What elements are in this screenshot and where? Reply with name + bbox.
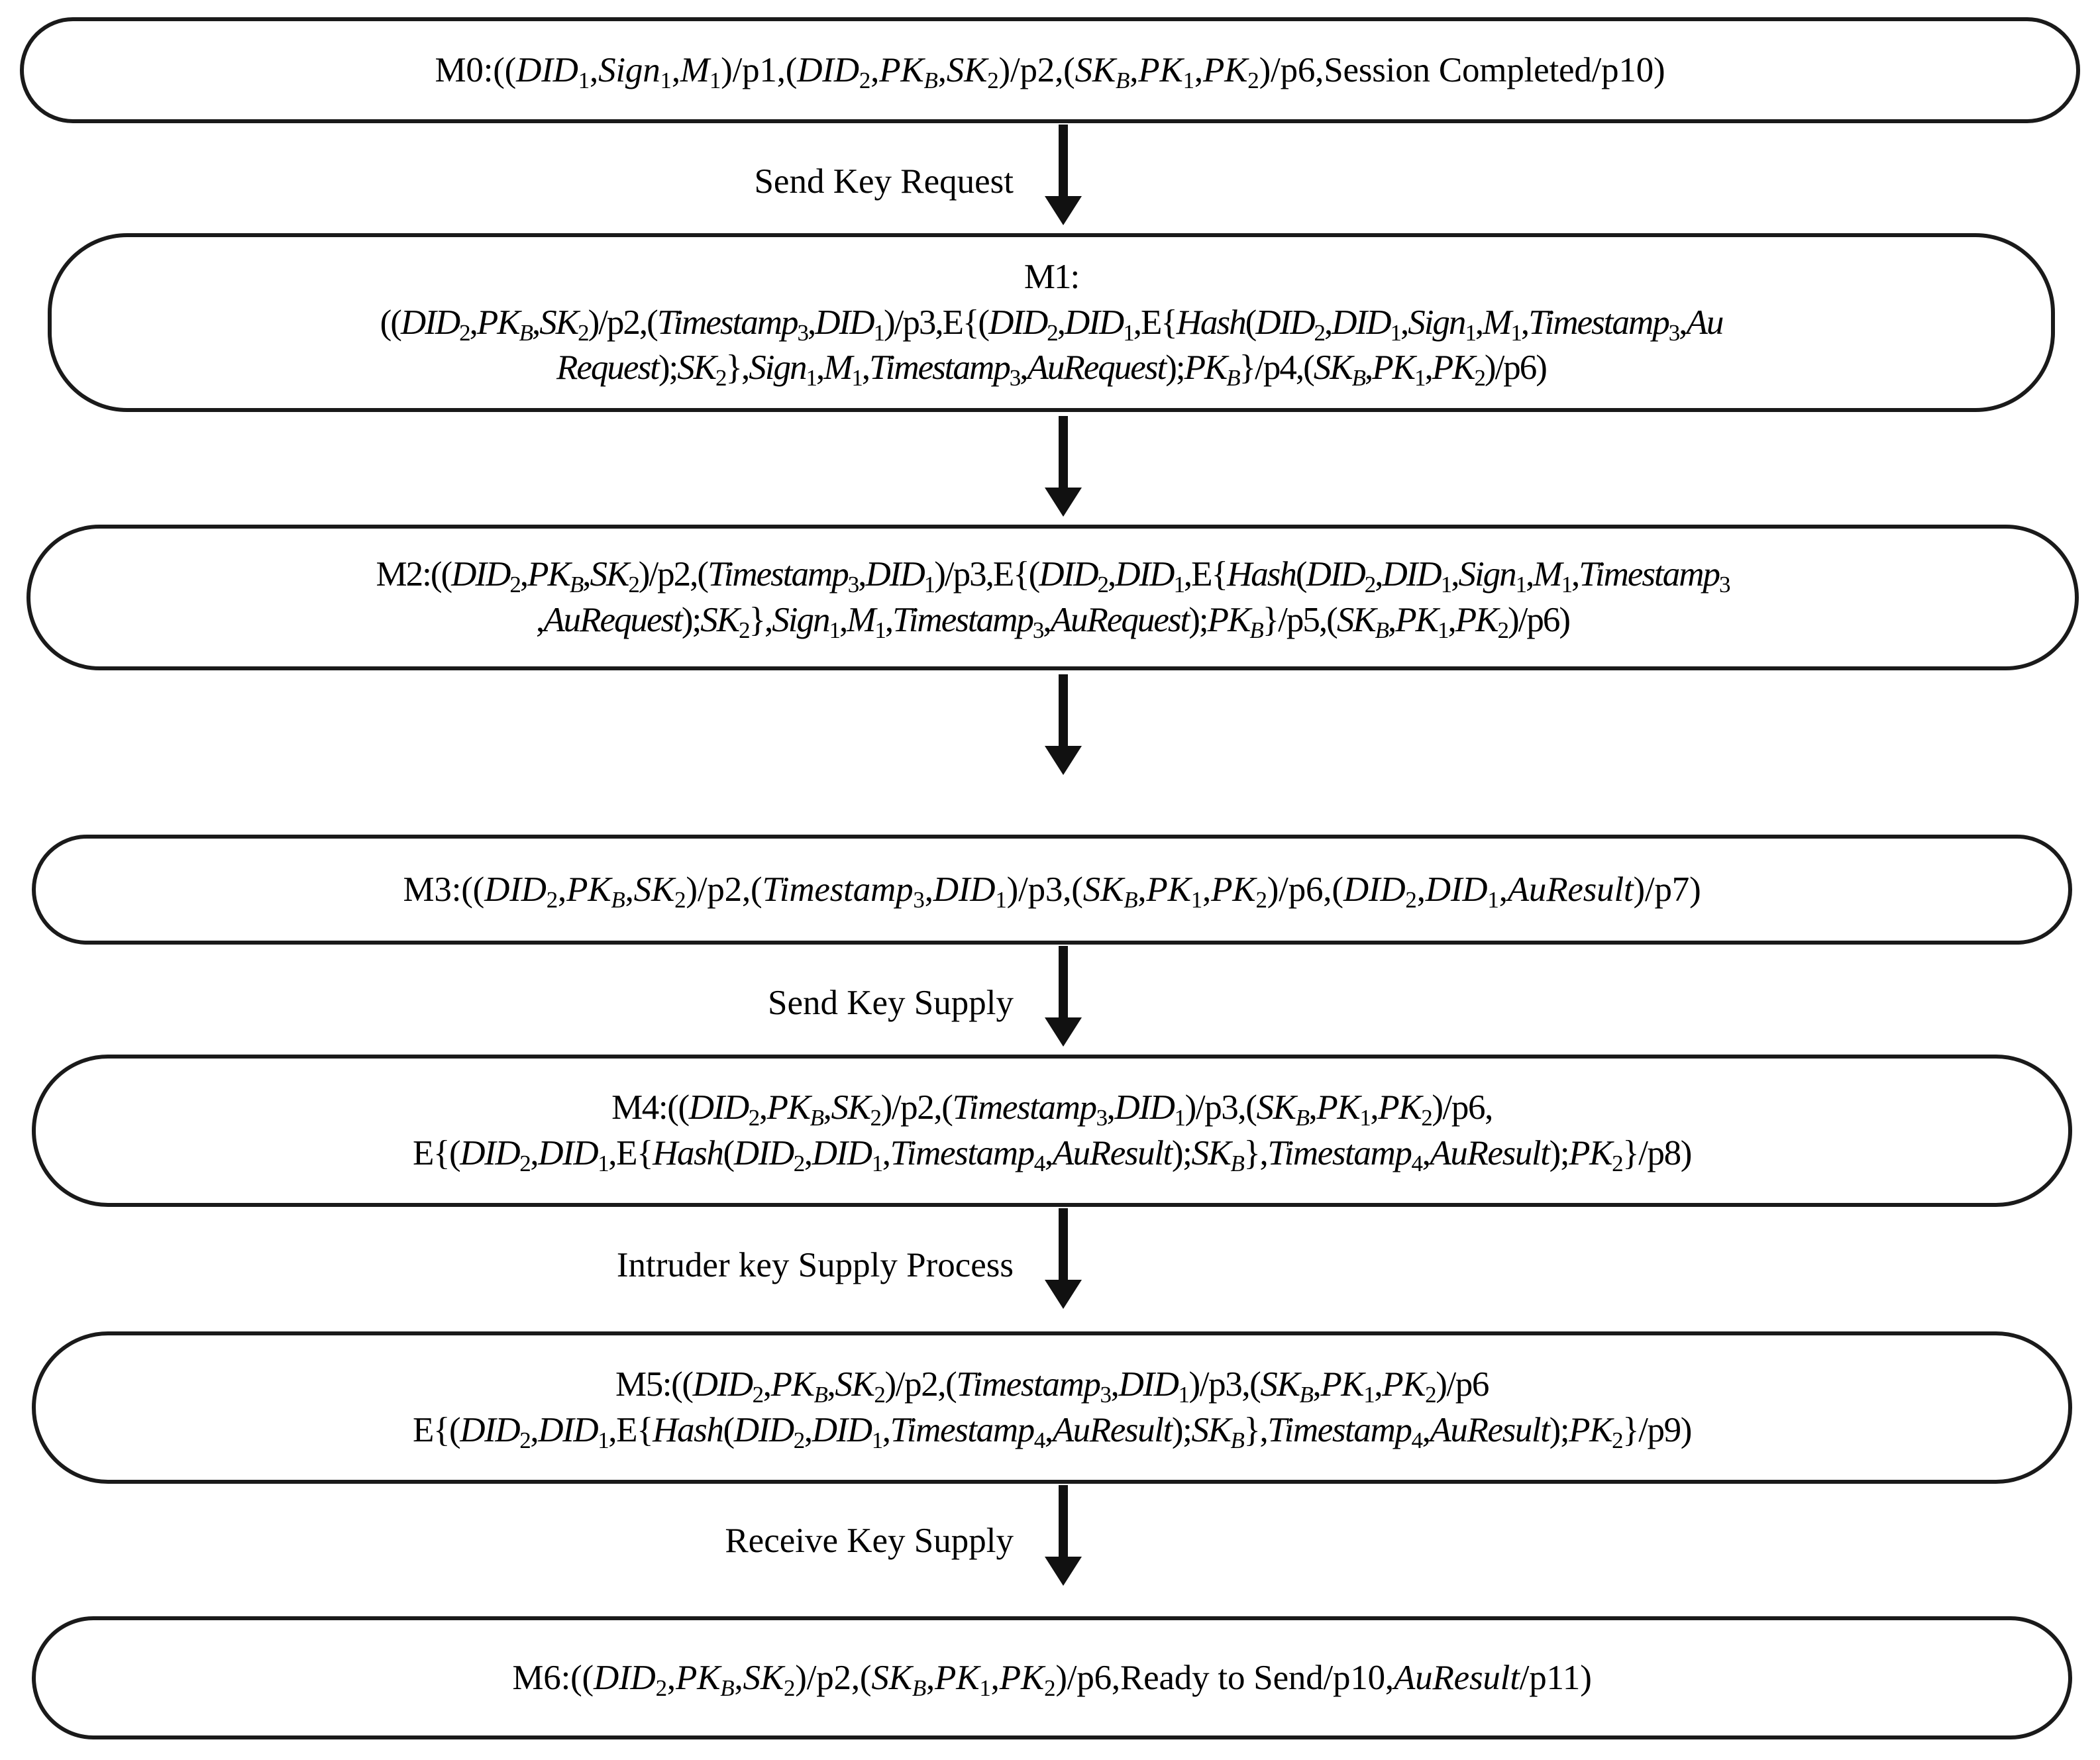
node-m4-line-1: M4:((DID2,PKB,SK2)/p2,(Timestamp3,DID1)/… — [611, 1088, 1493, 1131]
node-m1-line-2: ((DID2,PKB,SK2)/p2,(Timestamp3,DID1)/p3,… — [380, 303, 1724, 346]
edge-label-send-key-request: Send Key Request — [754, 162, 1014, 201]
node-m5-line-1: M5:((DID2,PKB,SK2)/p2,(Timestamp3,DID1)/… — [615, 1365, 1489, 1408]
edge-arrowhead-m2-m3 — [1045, 746, 1082, 775]
edge-label-intruder-key-supply-process: Intruder key Supply Process — [616, 1246, 1014, 1284]
state-node-m2: M2:((DID2,PKB,SK2)/p2,(Timestamp3,DID1)/… — [26, 525, 2079, 670]
node-m2-line-2: ,AuRequest);SK2},Sign1,M1,Timestamp3,AuR… — [535, 601, 1571, 643]
edge-arrow-m2-m3 — [1059, 674, 1068, 752]
state-node-m1: M1: ((DID2,PKB,SK2)/p2,(Timestamp3,DID1)… — [48, 233, 2055, 412]
edge-arrowhead-m4-m5 — [1045, 1280, 1082, 1309]
edge-arrow-m3-m4 — [1059, 946, 1068, 1024]
node-m1-line-1: M1: — [1024, 257, 1080, 296]
edge-arrow-m4-m5 — [1059, 1208, 1068, 1286]
state-node-m3: M3:((DID2,PKB,SK2)/p2,(Timestamp3,DID1)/… — [32, 835, 2072, 945]
edge-arrowhead-m1-m2 — [1045, 488, 1082, 517]
edge-arrowhead-m5-m6 — [1045, 1557, 1082, 1586]
edge-label-send-key-supply: Send Key Supply — [768, 984, 1014, 1022]
state-node-m5: M5:((DID2,PKB,SK2)/p2,(Timestamp3,DID1)/… — [32, 1331, 2072, 1484]
edge-arrow-m1-m2 — [1059, 416, 1068, 494]
edge-arrowhead-m3-m4 — [1045, 1017, 1082, 1047]
edge-label-receive-key-supply: Receive Key Supply — [725, 1522, 1014, 1560]
edge-arrowhead-m0-m1 — [1045, 196, 1082, 225]
node-m6-line-1: M6:((DID2,PKB,SK2)/p2,(SKB,PK1,PK2)/p6,R… — [512, 1658, 1592, 1701]
node-m4-line-2: E{(DID2,DID1,E{Hash(DID2,DID1,Timestamp4… — [412, 1134, 1692, 1176]
state-node-m0: M0:((DID1,Sign1,M1)/p1,(DID2,PKB,SK2)/p2… — [20, 17, 2080, 123]
node-m5-line-2: E{(DID2,DID1,E{Hash(DID2,DID1,Timestamp4… — [412, 1411, 1692, 1453]
node-m2-line-1: M2:((DID2,PKB,SK2)/p2,(Timestamp3,DID1)/… — [376, 555, 1731, 597]
node-m0-line-1: M0:((DID1,Sign1,M1)/p1,(DID2,PKB,SK2)/p2… — [435, 50, 1665, 93]
node-m1-line-3: Request);SK2},Sign1,M1,Timestamp3,AuRequ… — [556, 348, 1548, 391]
state-node-m4: M4:((DID2,PKB,SK2)/p2,(Timestamp3,DID1)/… — [32, 1055, 2072, 1207]
node-m3-line-1: M3:((DID2,PKB,SK2)/p2,(Timestamp3,DID1)/… — [403, 870, 1701, 913]
edge-arrow-m0-m1 — [1059, 125, 1068, 203]
state-node-m6: M6:((DID2,PKB,SK2)/p2,(SKB,PK1,PK2)/p6,R… — [32, 1616, 2072, 1739]
edge-arrow-m5-m6 — [1059, 1485, 1068, 1563]
